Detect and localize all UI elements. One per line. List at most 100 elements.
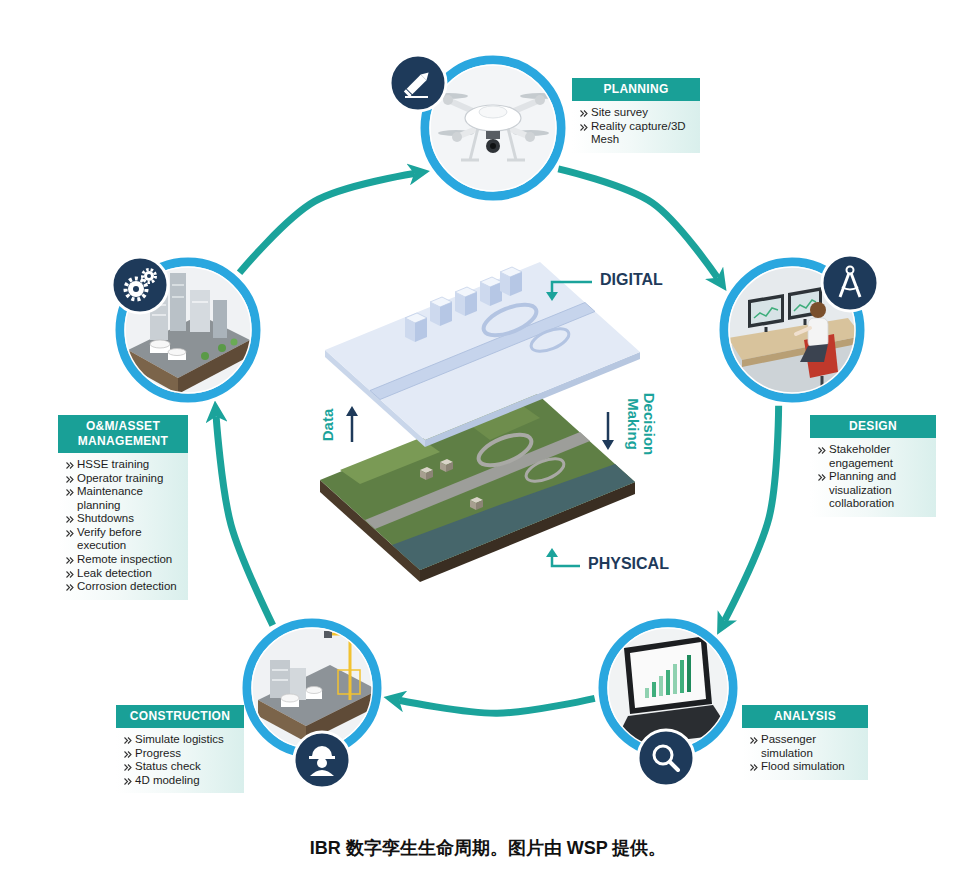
drone-illustration [525, 132, 535, 142]
bullet-mark [751, 765, 758, 771]
magnifier-badge [670, 762, 678, 770]
bullet-mark [66, 476, 74, 483]
pencil-badge [390, 55, 446, 111]
construction-illustration [272, 669, 288, 671]
construction-illustration [270, 660, 290, 698]
ring-inner [608, 628, 728, 748]
bullet-mark [67, 585, 74, 591]
pencil-badge [404, 89, 412, 97]
bullet-mark [67, 517, 74, 523]
ring-outline [425, 60, 561, 196]
laptop-illustration [673, 664, 677, 694]
stage-item: Site survey [591, 106, 694, 120]
pencil-badge [407, 75, 427, 95]
bullet-item: Status check [124, 760, 238, 774]
construction-illustration [306, 687, 322, 694]
stage-item: Maintenance planning [77, 485, 182, 512]
city-illustration [150, 340, 170, 348]
designer-illustration [742, 336, 862, 367]
stage-node: DESIGNStakeholder engagementPlanning and… [719, 257, 865, 403]
gears-badge [126, 279, 147, 300]
bullet-mark [581, 124, 588, 130]
pencil-badge [404, 70, 432, 98]
bullet-mark [750, 764, 758, 771]
worker-badge [310, 770, 334, 776]
layer-label: PHYSICAL [588, 556, 669, 573]
compass-badge [822, 255, 878, 311]
digital-layer [500, 267, 522, 296]
ring-outline [120, 262, 256, 398]
stage-list: Site surveyReality capture/3D Mesh [572, 101, 700, 153]
stage-item: Reality capture/3D Mesh [591, 120, 694, 147]
ring-outline [724, 262, 860, 398]
bullet-mark [750, 737, 758, 744]
bullet-mark [67, 463, 74, 469]
designer-illustration [796, 328, 810, 334]
gears-badge [128, 281, 144, 297]
layer-label: DIGITAL [600, 272, 663, 289]
stage-list: Simulate logisticsProgressStatus check4D… [116, 728, 244, 793]
bullet-item: Leak detection [66, 567, 182, 581]
designer-illustration [719, 257, 865, 405]
label-arrows [546, 292, 558, 301]
stage-item: Shutdowns [77, 512, 182, 526]
ring-inner [430, 65, 556, 191]
designer-illustration [748, 294, 784, 328]
stage-item: Flood simulation [761, 760, 862, 774]
city-illustration [190, 290, 210, 332]
bullet-item: Maintenance planning [66, 485, 182, 512]
stage-ring [115, 257, 261, 403]
layer-label: Data [320, 409, 336, 442]
bullet-mark [66, 584, 74, 591]
bullet-item: Progress [124, 747, 238, 761]
bullet-mark [124, 737, 132, 744]
city-illustration [124, 266, 252, 394]
city-illustration [201, 352, 209, 360]
gears-badge [144, 271, 154, 281]
construction-illustration [324, 631, 332, 638]
stage-ring [598, 618, 738, 758]
layer-label: Decision Making [625, 387, 657, 461]
stage-item: Verify before execution [77, 526, 182, 553]
bullet-mark [580, 110, 588, 117]
bullet-item: Remote inspection [66, 553, 182, 567]
compass-badge [822, 255, 878, 311]
bullet-mark [124, 751, 132, 758]
cycle-arrow [216, 417, 273, 626]
ring-outline [247, 623, 377, 753]
designer-illustration [765, 327, 768, 332]
stage-list: Stakeholder engagementPlanning and visua… [810, 438, 936, 517]
digital-layer [480, 277, 502, 306]
bullet-item: HSSE training [66, 458, 182, 472]
drone-illustration [443, 95, 453, 105]
city-illustration [124, 266, 252, 394]
bullet-item: Flood simulation [750, 760, 862, 774]
digital-layer [325, 262, 640, 447]
drone-illustration [508, 128, 516, 160]
compass-badge [847, 267, 854, 274]
stage-item: Progress [135, 747, 238, 761]
digital-layer [325, 262, 640, 440]
stage-node: ANALYSISPassenger simulationFlood simula… [598, 618, 738, 758]
drone-illustration [465, 105, 521, 131]
stage-ring [719, 257, 865, 403]
bullet-item: Operator training [66, 472, 182, 486]
label-arrows [546, 548, 558, 557]
cycle-arrow [725, 406, 779, 621]
digital-layer [370, 303, 595, 400]
drone-illustration [490, 143, 496, 149]
compass-badge [840, 273, 849, 297]
stage-heading: ANALYSIS [742, 705, 868, 728]
stage-ring [242, 618, 382, 758]
gears-badge [112, 257, 168, 313]
bullet-item: Passenger simulation [750, 733, 862, 760]
stage-panel: ANALYSIS Passenger simulationFlood simula… [742, 705, 868, 780]
city-illustration [150, 285, 168, 340]
city-illustration [152, 294, 166, 296]
bullet-item: Planning and visualization collaboration [818, 470, 930, 511]
stage-item: 4D modeling [135, 774, 238, 788]
city-illustration [172, 296, 184, 298]
label-arrows [607, 412, 610, 441]
